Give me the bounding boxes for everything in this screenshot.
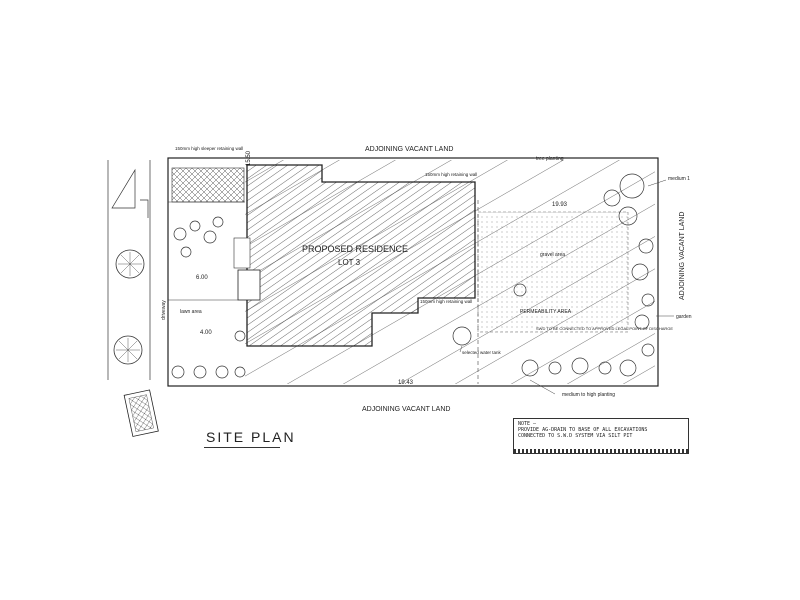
shrub bbox=[619, 359, 637, 377]
leader-lines bbox=[459, 157, 674, 395]
street-tree bbox=[115, 249, 145, 279]
adjoining-right-label: ADJOINING VACANT LAND bbox=[679, 212, 686, 300]
shrub bbox=[452, 326, 472, 346]
stormwater-note: SWD TO BE CONNECTED TO APPROVED LEGAL PO… bbox=[536, 326, 673, 331]
shrub bbox=[203, 230, 217, 244]
residence-label: PROPOSED RESIDENCE bbox=[302, 244, 408, 254]
shrub bbox=[180, 246, 192, 258]
shrub bbox=[189, 220, 201, 232]
street-verge bbox=[107, 160, 151, 380]
retaining-wall-note: 150mm high sleeper retaining wall bbox=[175, 146, 243, 151]
dimension-top: 19.93 bbox=[552, 202, 568, 208]
water-tank-label: selected water tank bbox=[462, 350, 502, 355]
street-trees bbox=[113, 249, 145, 365]
lot-label: LOT 3 bbox=[338, 258, 361, 267]
shrub bbox=[234, 366, 246, 378]
dimension-6: 6.00 bbox=[196, 275, 208, 281]
dimension-bottom: 19.43 bbox=[398, 380, 414, 386]
planting-group bbox=[171, 173, 655, 379]
front-setback-crosshatch bbox=[171, 167, 245, 203]
porch-step bbox=[237, 269, 261, 301]
gravel-label: gravel area bbox=[540, 252, 565, 258]
dimension-side: 15.50 bbox=[246, 150, 252, 166]
shrub bbox=[234, 330, 246, 342]
note-hatch-bar bbox=[514, 449, 688, 453]
tree-planting-label: tree planting bbox=[536, 156, 564, 162]
title-underline bbox=[204, 447, 280, 448]
shrub bbox=[641, 343, 655, 357]
shrub bbox=[571, 357, 589, 375]
shrub bbox=[631, 263, 649, 281]
shrub bbox=[171, 365, 185, 379]
residence-footprint bbox=[246, 164, 476, 347]
shrub bbox=[634, 314, 650, 330]
medium-planting-label: medium to high planting bbox=[562, 392, 615, 398]
site-boundary bbox=[167, 157, 659, 387]
adjoining-bottom-label: ADJOINING VACANT LAND bbox=[362, 406, 450, 413]
adjoining-top-label: ADJOINING VACANT LAND bbox=[365, 146, 453, 153]
letterbox-detail bbox=[123, 389, 159, 437]
shrub bbox=[513, 283, 527, 297]
shrub bbox=[521, 359, 539, 377]
permeability-area bbox=[477, 211, 629, 333]
note-box: NOTE – PROVIDE AG-DRAIN TO BASE OF ALL E… bbox=[513, 418, 689, 454]
note-line-1: PROVIDE AG-DRAIN TO BASE OF ALL EXCAVATI… bbox=[518, 427, 648, 433]
shrub bbox=[173, 227, 187, 241]
shrub bbox=[548, 361, 562, 375]
garden-label: garden bbox=[676, 314, 692, 320]
medium-1-label: medium 1 bbox=[668, 176, 690, 182]
shrub bbox=[193, 365, 207, 379]
permeability-label: PERMEABILITY AREA bbox=[520, 309, 572, 315]
shrub bbox=[603, 189, 621, 207]
shrub bbox=[638, 238, 654, 254]
site-plan-title: SITE PLAN bbox=[206, 429, 296, 445]
driveway-label: driveway bbox=[161, 300, 167, 320]
entry-stairs bbox=[233, 237, 251, 269]
shrub bbox=[619, 173, 645, 199]
shrub bbox=[641, 293, 655, 307]
shrub bbox=[212, 216, 224, 228]
shrub bbox=[618, 206, 638, 226]
shrub bbox=[598, 361, 612, 375]
shrub bbox=[215, 365, 229, 379]
retaining-wall-mid-note: 150mm high retaining wall bbox=[420, 299, 472, 304]
street-tree bbox=[113, 335, 143, 365]
dimension-4: 4.00 bbox=[200, 330, 212, 336]
lawn-label: lawn area bbox=[180, 309, 202, 315]
note-line-2: CONNECTED TO S.W.D SYSTEM VIA SILT PIT bbox=[518, 433, 633, 439]
retaining-wall-top-note: 150mm high retaining wall bbox=[425, 172, 477, 177]
note-heading: NOTE – bbox=[518, 421, 537, 427]
